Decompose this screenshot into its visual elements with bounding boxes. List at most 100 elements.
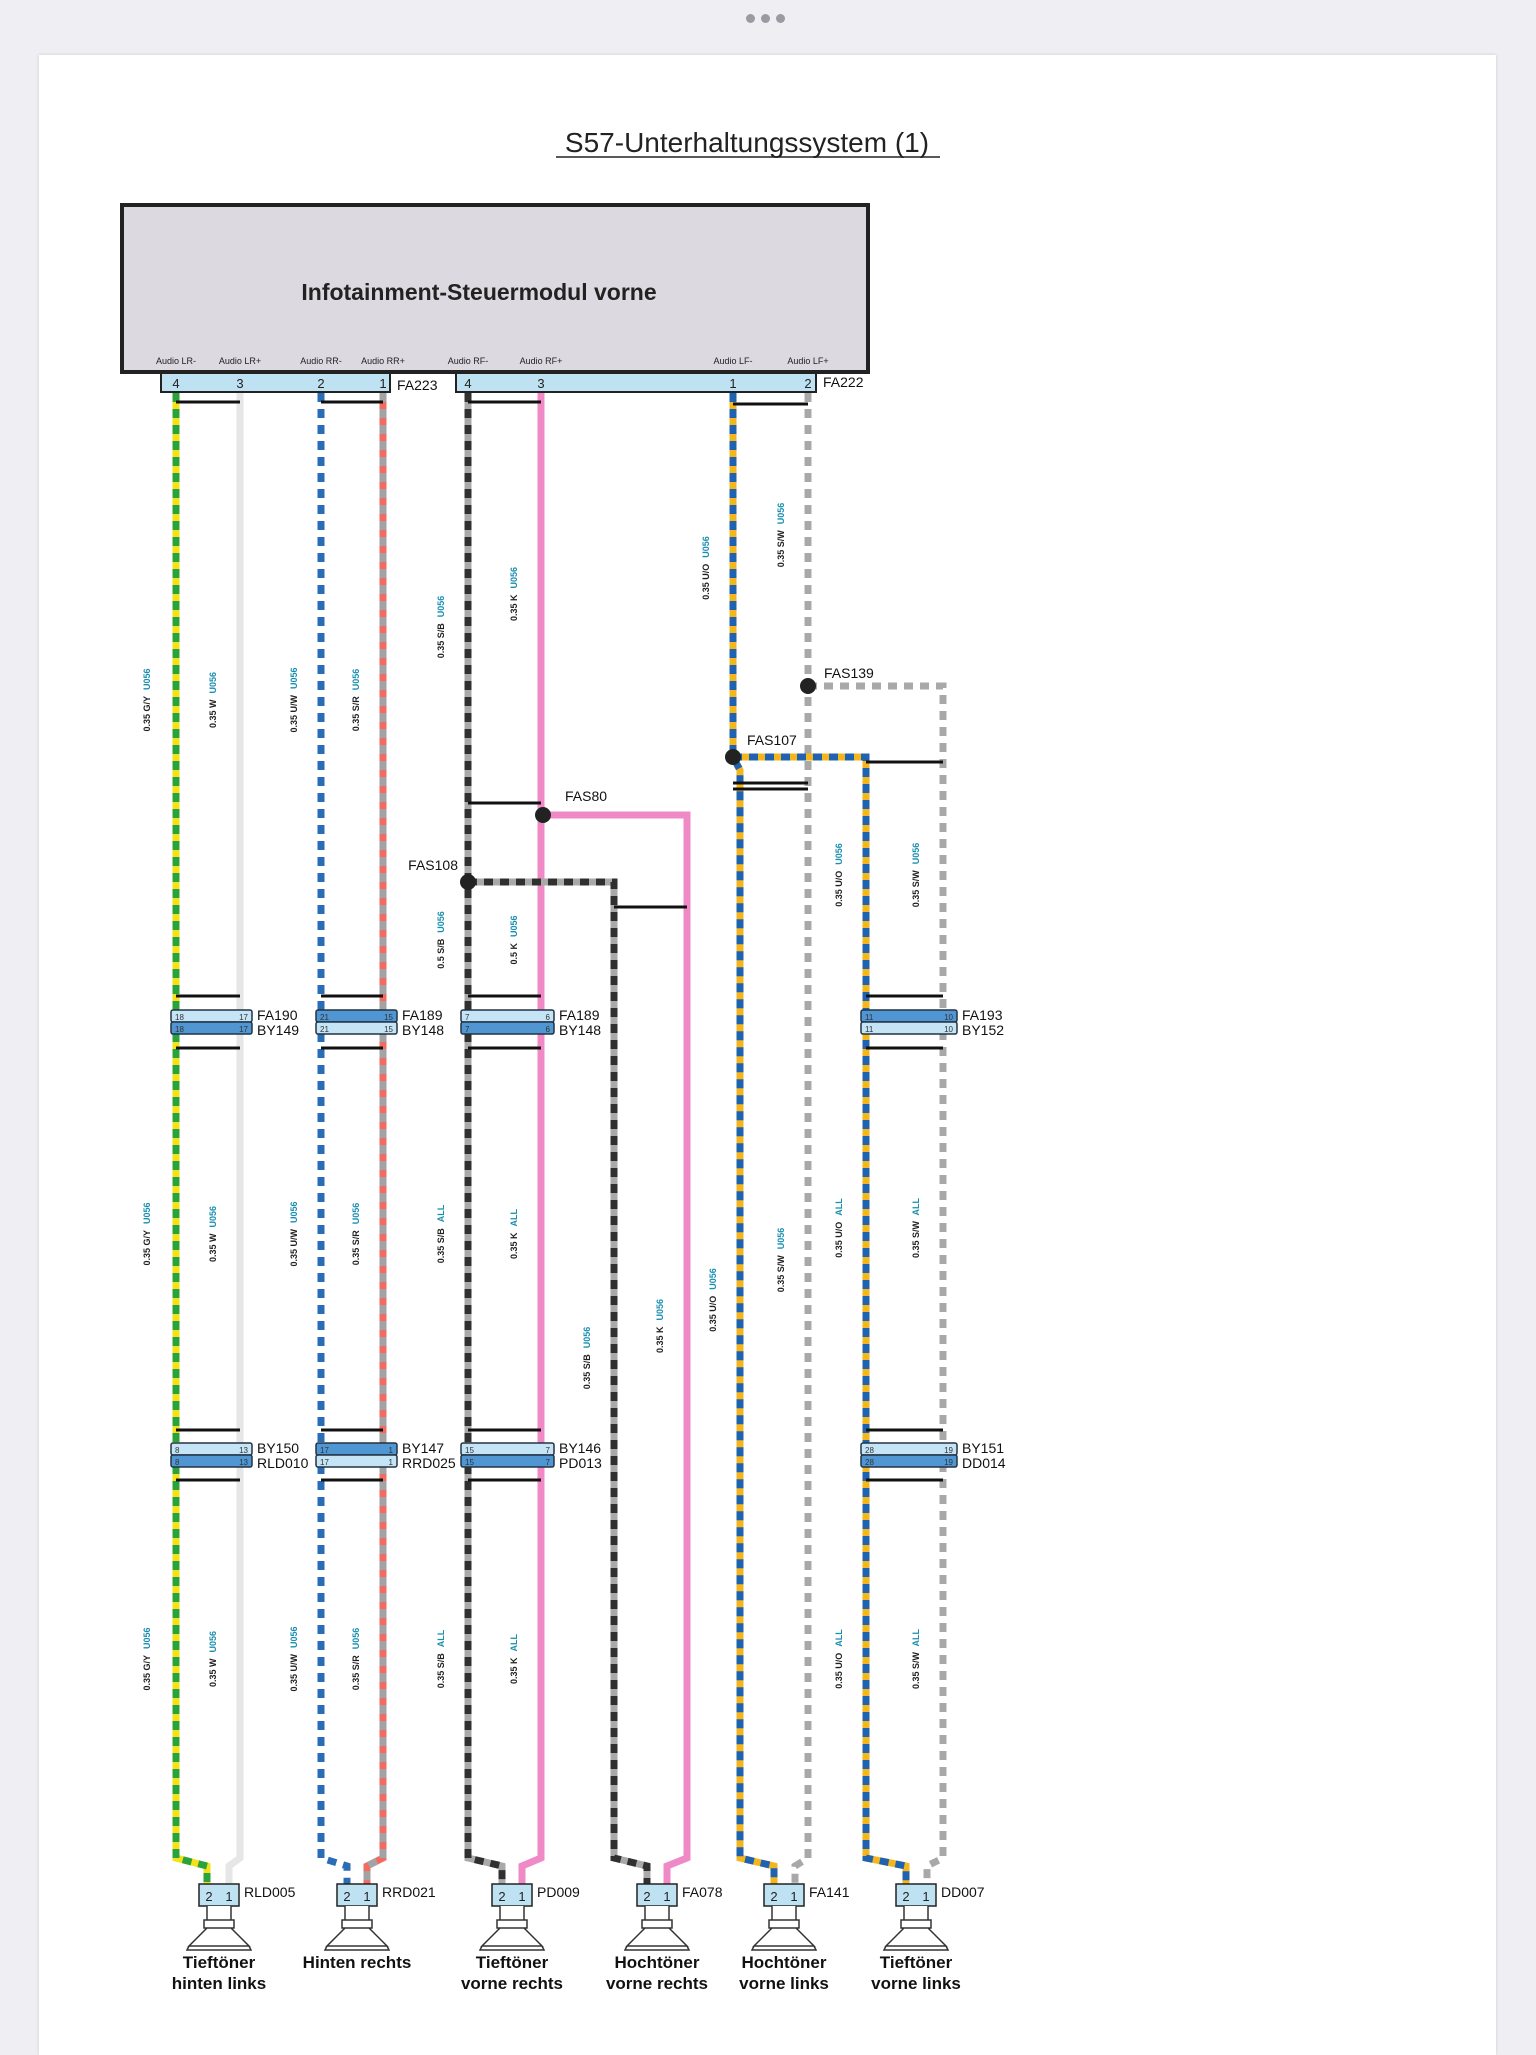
more-options-icon[interactable] — [746, 14, 785, 23]
pin-number: 17 — [320, 1458, 329, 1467]
wire-label: 0.35 S/W U056 — [776, 1228, 786, 1293]
splice-point[interactable] — [460, 874, 476, 890]
wire-spec: 0.35 W — [208, 1233, 218, 1262]
wire-base — [518, 393, 545, 1885]
wire-spec: 0.35 K — [655, 1326, 665, 1353]
wire-spec: 0.35 G/Y — [142, 1230, 152, 1266]
module-pin-label: Audio LR- — [156, 356, 196, 366]
speaker-connector-label: RRD021 — [382, 1884, 436, 1900]
pin-number: 18 — [175, 1025, 184, 1034]
wire-spec: 0.35 U/W — [289, 1228, 299, 1266]
module-name: Infotainment-Steuermodul vorne — [301, 279, 656, 305]
infotainment-module[interactable] — [120, 203, 870, 374]
splice-label: FAS107 — [747, 732, 797, 748]
wire-spec: 0.35 S/W — [776, 530, 786, 568]
connector-half-bottom — [315, 1454, 398, 1468]
pin-number: 13 — [239, 1458, 248, 1467]
module-pin-label: Audio LF- — [713, 356, 752, 366]
wire-harness: ALL — [436, 1204, 446, 1222]
connector-label-top: BY150 — [257, 1440, 299, 1456]
wire-harness: ALL — [509, 1633, 519, 1651]
splice-point[interactable] — [535, 807, 551, 823]
module-pin-label: Audio RR+ — [361, 356, 405, 366]
speaker-label-line2: vorne links — [739, 1974, 829, 1993]
wire-spec: 0.35 S/R — [351, 1655, 361, 1691]
connector-label-bottom: DD014 — [962, 1455, 1006, 1471]
connector-fa223[interactable] — [160, 372, 391, 393]
pin-number: 17 — [239, 1013, 248, 1022]
wire-base — [317, 393, 351, 1885]
wire-spec: 0.35 K — [509, 1232, 519, 1259]
wire-k[interactable]: 0.35 KU056 — [541, 811, 691, 1885]
connector-label-bottom: BY148 — [402, 1022, 444, 1038]
connector-label-top: FA190 — [257, 1007, 298, 1023]
wire-spec: 0.35 G/Y — [142, 696, 152, 732]
connector-label-top: BY147 — [402, 1440, 444, 1456]
splice-point[interactable] — [725, 749, 741, 765]
page-title: S57-Unterhaltungssystem (1) — [565, 127, 929, 158]
wire-harness: U056 — [776, 1228, 786, 1250]
wire-stripe — [363, 393, 387, 1885]
wire-harness: U056 — [289, 667, 299, 689]
connector-pin-number: 3 — [537, 376, 544, 391]
speaker-label-line2: vorne links — [871, 1974, 961, 1993]
wire-spec: 0.35 S/W — [776, 1255, 786, 1293]
wire-harness: U056 — [509, 567, 519, 589]
pin-number: 7 — [546, 1446, 551, 1455]
wire-s-b[interactable]: 0.35 S/BU056 — [468, 878, 651, 1885]
pin-number: 17 — [320, 1446, 329, 1455]
wire-label: 0.35 WU056 — [208, 672, 218, 728]
wire-spec: 0.35 S/B — [436, 1653, 446, 1689]
connector-fa222-label: FA222 — [823, 374, 864, 390]
connector-half-top — [460, 1442, 555, 1456]
wire-spec: 0.5 K — [509, 943, 519, 965]
splice-point[interactable] — [800, 678, 816, 694]
connector-half-bottom — [860, 1021, 958, 1035]
connector-label-top: FA189 — [559, 1007, 600, 1023]
connector-fa222[interactable] — [455, 372, 817, 393]
speaker-icon — [882, 1906, 950, 1951]
speaker-icon — [623, 1906, 691, 1951]
wire-spec: 0.35 K — [509, 594, 519, 621]
pin-number: 11 — [865, 1025, 874, 1034]
wire-harness: U056 — [509, 915, 519, 937]
pin-number: 10 — [944, 1013, 953, 1022]
wire-harness: ALL — [834, 1198, 844, 1216]
wire-label: 0.35 K ALL — [509, 1208, 519, 1259]
pin-number: 15 — [465, 1458, 474, 1467]
wire-harness: ALL — [911, 1628, 921, 1646]
wire-harness: ALL — [509, 1208, 519, 1226]
pin-number: 2 — [770, 1889, 777, 1904]
wire-stripe — [468, 878, 651, 1885]
wire-harness: U056 — [208, 1631, 218, 1653]
connector-label-bottom: RRD025 — [402, 1455, 456, 1471]
wire-harness: U056 — [142, 1202, 152, 1224]
wire-harness: U056 — [351, 1203, 361, 1225]
wire-harness: ALL — [436, 1629, 446, 1647]
